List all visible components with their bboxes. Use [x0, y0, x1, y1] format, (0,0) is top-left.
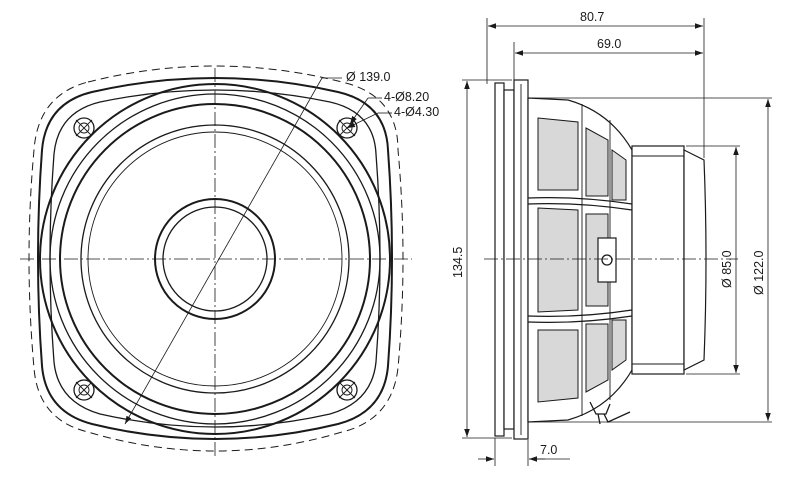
basket-windows — [537, 117, 627, 403]
magnet-diameter-label: Ø 85.0 — [720, 250, 734, 288]
diameter-leader-line — [124, 77, 323, 425]
flange-thickness-label: 7.0 — [540, 443, 557, 457]
terminal-block — [597, 237, 617, 283]
frame-diameter-label: Ø 122.0 — [752, 250, 766, 295]
flange-gasket — [503, 89, 515, 430]
frame-height-label: 134.5 — [451, 247, 465, 278]
terminal-screw — [601, 254, 613, 266]
flange-front-plate — [494, 82, 505, 437]
frame-outline — [37, 77, 393, 440]
depth-to-magnet-label: 69.0 — [597, 37, 621, 51]
mount-holes-small-label: 4-Ø4.30 — [394, 105, 439, 119]
hole-leader-small — [346, 112, 379, 129]
mounting-hole-top-left — [73, 117, 95, 139]
mounting-hole-bottom-right — [336, 379, 358, 401]
magnet-back-plate — [683, 149, 707, 371]
magnet-body — [631, 145, 685, 375]
frame-outer-dashed-outline — [28, 65, 404, 452]
front-view: Ø 139.0 4-Ø8.20 4-Ø4.30 — [20, 65, 439, 458]
mount-holes-large-label: 4-Ø8.20 — [384, 90, 429, 104]
mounting-hole-bottom-left — [73, 379, 95, 401]
outer-diameter-label: Ø 139.0 — [346, 70, 391, 84]
hole-leader-large — [349, 97, 369, 125]
side-view: 80.7 69.0 134.5 Ø 85.0 Ø 122.0 7.0 — [451, 10, 772, 466]
total-depth-label: 80.7 — [580, 10, 604, 24]
